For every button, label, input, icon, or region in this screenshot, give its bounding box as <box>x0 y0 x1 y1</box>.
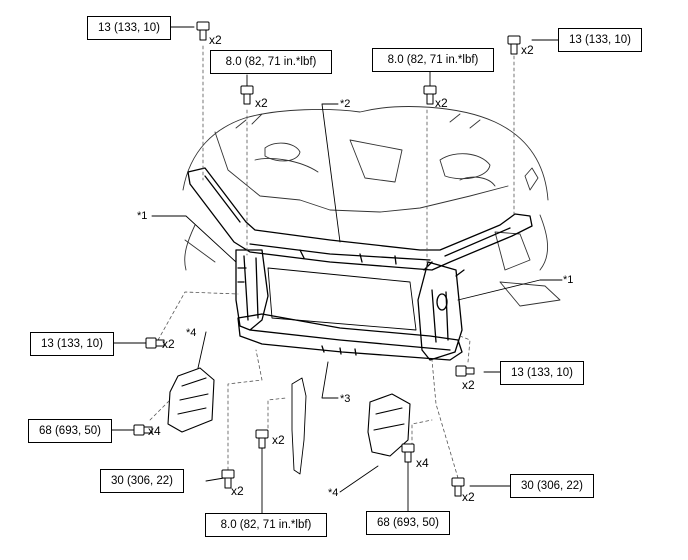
torque-callout: 13 (133, 10) <box>558 28 642 52</box>
bolt-icon <box>451 477 465 497</box>
part-reference: *4 <box>328 487 339 499</box>
leader-lines <box>111 26 563 514</box>
bolt-icon <box>221 469 235 489</box>
quantity-label: x2 <box>435 96 448 110</box>
quantity-label: x4 <box>148 424 161 438</box>
torque-callout: 68 (693, 50) <box>28 419 112 443</box>
quantity-label: x2 <box>162 337 175 351</box>
quantity-label: x4 <box>416 456 429 470</box>
bolt-icon <box>133 424 153 436</box>
quantity-label: x2 <box>272 433 285 447</box>
torque-callout: 13 (133, 10) <box>30 332 114 356</box>
radiator-support-frame <box>187 167 533 361</box>
part-reference: *4 <box>186 327 197 339</box>
bolt-icon <box>196 21 210 41</box>
torque-callout: 13 (133, 10) <box>87 16 171 40</box>
bolt-icon <box>401 443 415 463</box>
bolt-icon <box>507 35 521 55</box>
torque-callout: 13 (133, 10) <box>500 361 584 385</box>
bolt-icon <box>455 365 475 377</box>
quantity-label: x2 <box>521 43 534 57</box>
part-reference: *2 <box>340 98 351 110</box>
torque-callout: 30 (306, 22) <box>510 474 594 498</box>
part-reference: *1 <box>563 274 574 286</box>
quantity-label: x2 <box>462 490 475 504</box>
assembly-dashed-lines <box>149 45 515 479</box>
engine-bay-outline <box>182 106 561 307</box>
quantity-label: x2 <box>462 378 475 392</box>
part-reference: *1 <box>137 210 148 222</box>
bolt-icon <box>423 85 437 105</box>
bolts <box>133 21 521 497</box>
torque-callout: 8.0 (82, 71 in.*lbf) <box>372 48 494 72</box>
lower-brackets <box>167 367 411 475</box>
bolt-icon <box>240 85 254 105</box>
torque-callout: 8.0 (82, 71 in.*lbf) <box>205 513 327 537</box>
torque-callout: 8.0 (82, 71 in.*lbf) <box>210 50 332 74</box>
quantity-label: x2 <box>209 33 222 47</box>
bolt-icon <box>145 337 165 349</box>
torque-callout: 68 (693, 50) <box>366 511 450 535</box>
part-reference: *3 <box>340 393 351 405</box>
quantity-label: x2 <box>255 96 268 110</box>
bolt-icon <box>255 429 269 449</box>
torque-callout: 30 (306, 22) <box>100 469 184 493</box>
quantity-label: x2 <box>231 484 244 498</box>
